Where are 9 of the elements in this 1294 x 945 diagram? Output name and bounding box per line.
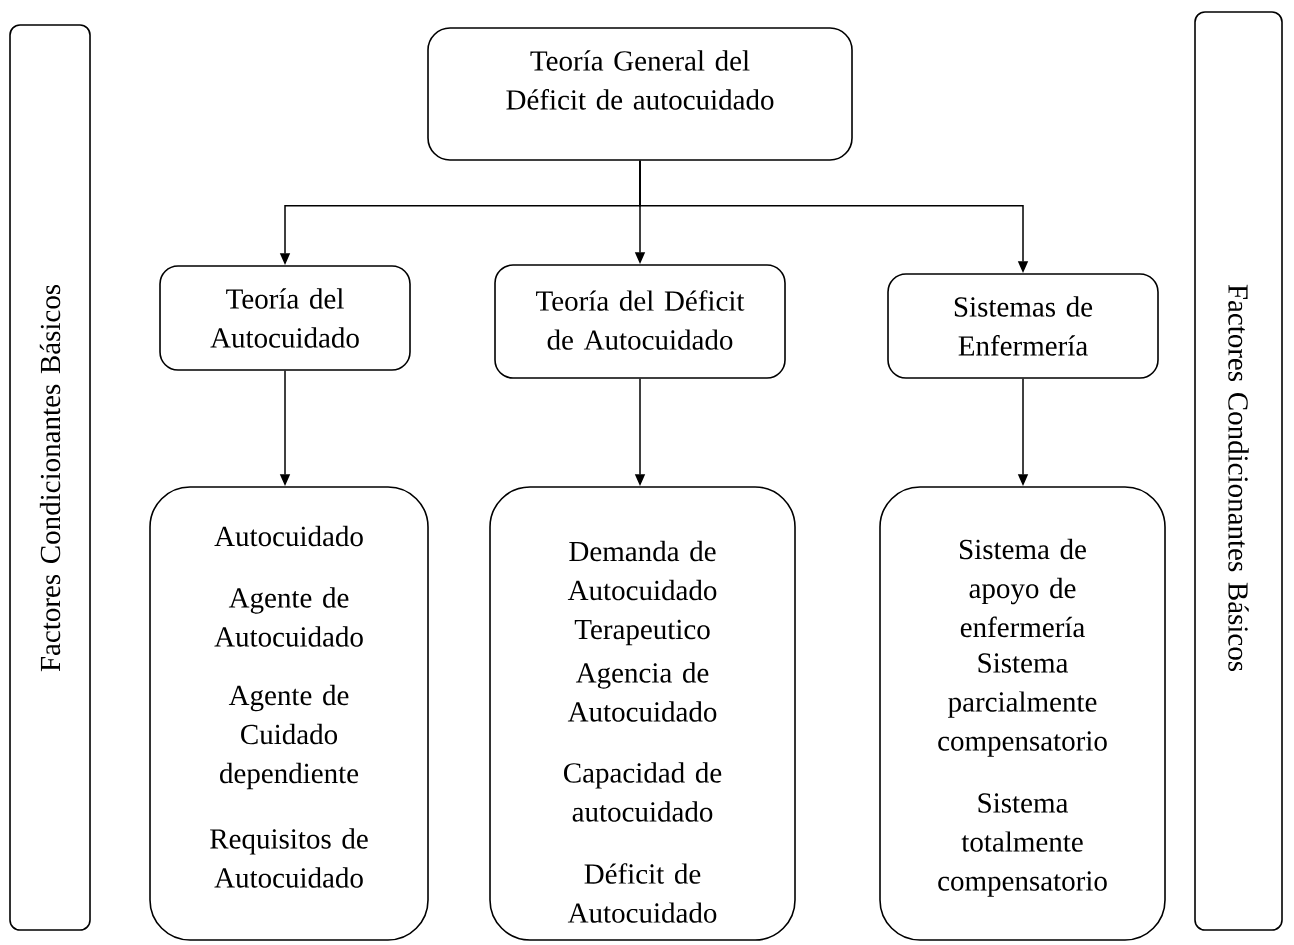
theory-box: Sistemas de Enfermería bbox=[887, 273, 1159, 379]
concept-box: Sistema de apoyo de enfermería Sistema parcialmente compensatorio Sistema totalmente compensatorio bbox=[879, 486, 1166, 941]
theory-box: Teoría del Autocuidado bbox=[159, 265, 411, 371]
title-box: Teoría General del Déficit de autocuidado bbox=[427, 27, 853, 161]
concept-box: Autocuidado Agente de Autocuidado Agente de Cuidado dependiente Requisitos de Autocuidado bbox=[149, 486, 429, 941]
side-bar: Factores Condicionantes Básicos bbox=[1194, 11, 1283, 931]
side-bar: Factores Condicionantes Básicos bbox=[9, 24, 91, 931]
theory-box: Teoría del Déficit de Autocuidado bbox=[494, 264, 786, 379]
concept-box: Demanda de Autocuidado Terapeutico Agencia de Autocuidado Capacidad de autocuidado Déficit de Autocuidado bbox=[489, 486, 796, 941]
